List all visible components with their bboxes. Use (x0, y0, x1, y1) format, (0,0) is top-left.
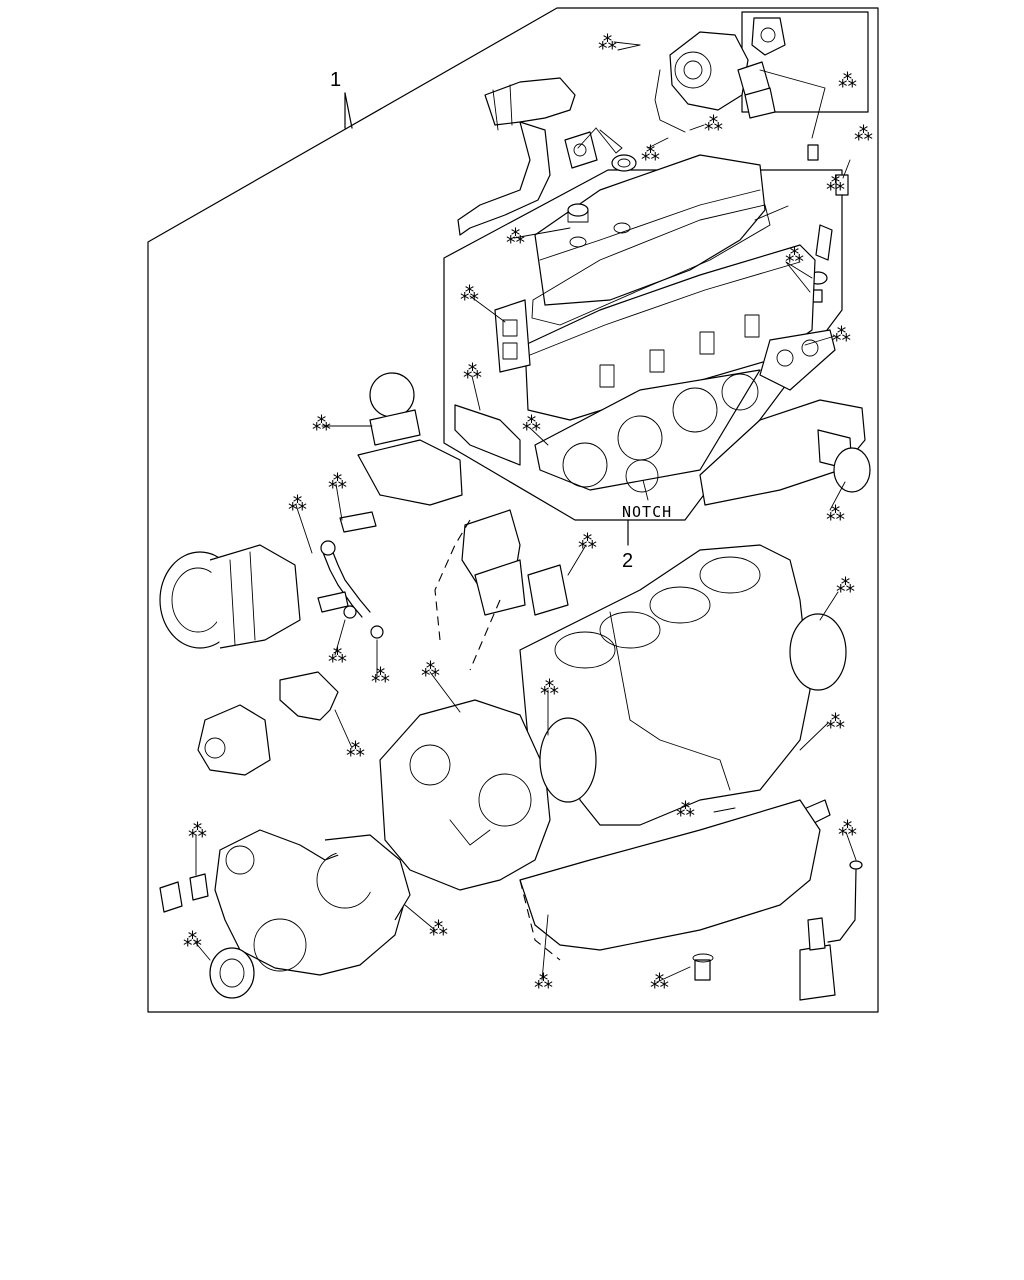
callout-2-label: 2 (622, 550, 633, 572)
kit-marker-25: ⁂ (676, 799, 695, 821)
alignment-line-3 (519, 879, 561, 961)
kit-marker-29: ⁂ (838, 818, 857, 840)
kit-marker-30: ⁂ (534, 971, 553, 993)
crankshaft-front-seal (209, 947, 255, 999)
kit-marker-17: ⁂ (328, 645, 347, 667)
kit-marker-20: ⁂ (836, 575, 855, 597)
oil-filler-plug (159, 873, 209, 913)
kit-marker-23: ⁂ (346, 739, 365, 761)
side-cover-gasket (454, 404, 521, 466)
kit-marker-1: ⁂ (598, 32, 617, 54)
kit-marker-18: ⁂ (371, 665, 390, 687)
water-pump-gasket (279, 671, 339, 721)
water-pump (197, 704, 271, 776)
kit-marker-6: ⁂ (826, 173, 845, 195)
water-outlet-elbow (461, 509, 526, 616)
kit-marker-12: ⁂ (522, 413, 541, 435)
intake-manifold-gasket (494, 299, 531, 373)
kit-marker-16: ⁂ (328, 471, 347, 493)
kit-marker-19: ⁂ (578, 531, 597, 553)
kit-marker-28: ⁂ (429, 918, 448, 940)
kit-markers: ⁂ ⁂ ⁂ ⁂ ⁂ ⁂ ⁂ ⁂ ⁂ ⁂ ⁂ ⁂ ⁂ ⁂ ⁂ ⁂ ⁂ ⁂ ⁂ ⁂ ⁂ ⁂ ⁂ ⁂ ⁂ ⁂ ⁂ ⁂ ⁂ ⁂ ⁂ (183, 32, 873, 993)
front-plate (379, 699, 551, 891)
kit-marker-14: ⁂ (826, 503, 845, 525)
alignment-line-2 (469, 599, 501, 671)
kit-marker-22: ⁂ (540, 677, 559, 699)
kit-marker-3: ⁂ (838, 70, 857, 92)
notch-pointer (642, 479, 649, 501)
kit-marker-26: ⁂ (188, 820, 207, 842)
cylinder-head-gasket (534, 369, 761, 493)
turbo-oil-pipe (317, 511, 384, 639)
oil-pressure-switch (799, 917, 836, 1001)
callout-1-leader-tick (344, 92, 353, 129)
exhaust-gasket-small (564, 131, 598, 169)
head-kit-boundary (443, 169, 843, 521)
thermostat-housing (357, 372, 463, 506)
kit-marker-15: ⁂ (288, 493, 307, 515)
valve-cover (534, 154, 766, 306)
kit-marker-13: ⁂ (312, 413, 331, 435)
alignment-line-1 (434, 519, 471, 641)
kit-marker-8: ⁂ (785, 245, 804, 267)
oil-pan (519, 799, 821, 951)
kit-marker-27: ⁂ (183, 929, 202, 951)
timing-cover-gasket (324, 834, 411, 921)
notch-label: NOTCH (622, 503, 672, 521)
alternator (159, 544, 301, 649)
kit-marker-4: ⁂ (854, 123, 873, 145)
oil-seal-small (611, 154, 637, 172)
turbo-gasket (737, 17, 786, 119)
leader-lines (194, 41, 857, 983)
callout-1-label: 1 (330, 69, 341, 91)
kit-boundary (147, 7, 879, 1013)
turbocharger (654, 31, 749, 133)
kit-marker-21: ⁂ (421, 659, 440, 681)
kit-marker-7: ⁂ (506, 226, 525, 248)
valve-cover-gasket (531, 204, 771, 326)
drain-plug (692, 953, 714, 981)
glow-plug (815, 224, 833, 261)
front-seal-ring (539, 717, 597, 803)
kit-marker-31: ⁂ (650, 971, 669, 993)
kit-marker-2: ⁂ (704, 113, 723, 135)
exhaust-manifold-gasket (759, 329, 836, 391)
oil-filler-cap (567, 203, 589, 223)
cylinder-head (524, 244, 816, 421)
rear-oil-seal-ring (789, 613, 847, 691)
kit-marker-9: ⁂ (832, 324, 851, 346)
intake-manifold (699, 399, 871, 506)
kit-marker-11: ⁂ (463, 361, 482, 383)
oil-feed-pipe (827, 860, 863, 943)
kit-marker-10: ⁂ (460, 283, 479, 305)
kit-marker-24: ⁂ (826, 711, 845, 733)
water-outlet-gasket (527, 564, 569, 616)
exhaust-manifold-upper (457, 77, 576, 236)
kit-marker-5: ⁂ (641, 143, 660, 165)
